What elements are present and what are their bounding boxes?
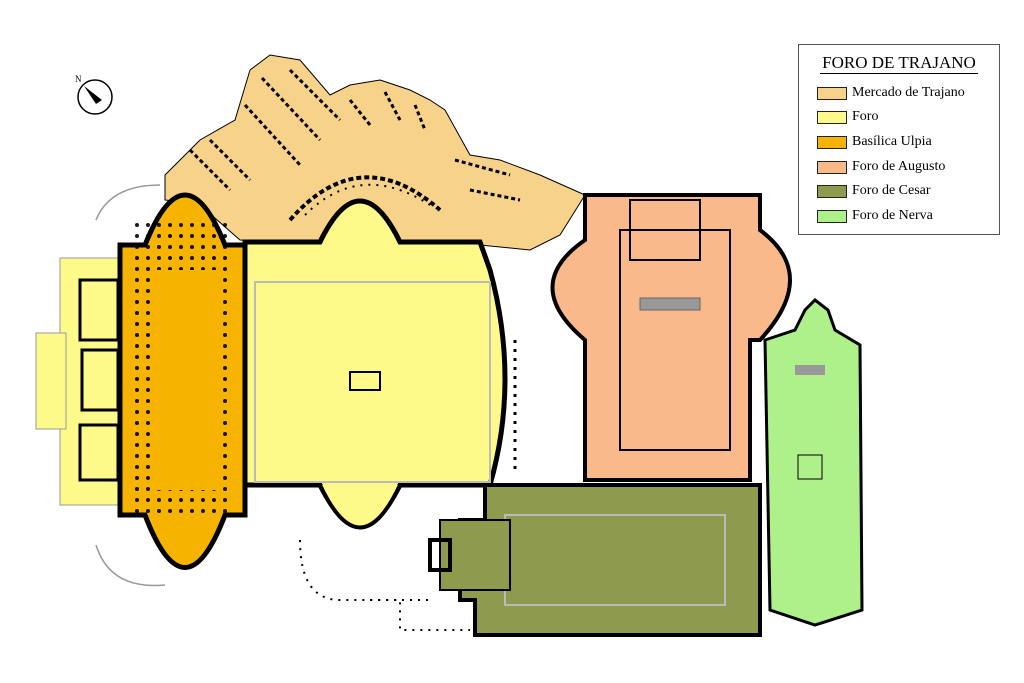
legend-label: Basílica Ulpia: [852, 134, 932, 149]
legend-item-foro: Foro: [817, 109, 999, 127]
legend-swatch: [817, 161, 847, 174]
legend-label: Foro: [852, 109, 879, 124]
legend-swatch: [817, 87, 847, 100]
legend-label: Mercado de Trajano: [852, 85, 965, 100]
legend-swatch: [817, 210, 847, 223]
legend-swatch: [817, 111, 847, 124]
legend-swatch: [817, 185, 847, 198]
north-arrow-icon: N: [75, 74, 113, 115]
compass: N: [72, 74, 118, 120]
legend-item-nerva: Foro de Nerva: [817, 208, 999, 226]
legend-label: Foro de Nerva: [852, 208, 933, 223]
legend-label: Foro de Cesar: [852, 183, 931, 198]
legend-item-cesar: Foro de Cesar: [817, 183, 999, 201]
colonnade-dots: [95, 184, 517, 631]
forum-of-caesar-area: [428, 483, 762, 637]
forum-of-augustus-area: [550, 193, 792, 482]
legend-item-augusto: Foro de Augusto: [817, 159, 999, 177]
basilica-ulpia-area: [117, 192, 248, 570]
legend-item-basilica: Basílica Ulpia: [817, 134, 999, 152]
map-legend: FORO DE TRAJANO Mercado de Trajano Foro …: [798, 44, 1000, 235]
legend-item-mercado: Mercado de Trajano: [817, 85, 999, 103]
svg-text:N: N: [75, 74, 82, 84]
trajan-forum-area: [35, 198, 508, 530]
forum-of-nerva-area: [763, 298, 864, 627]
legend-label: Foro de Augusto: [852, 159, 946, 174]
legend-title: FORO DE TRAJANO: [820, 53, 978, 74]
legend-swatch: [817, 136, 847, 149]
